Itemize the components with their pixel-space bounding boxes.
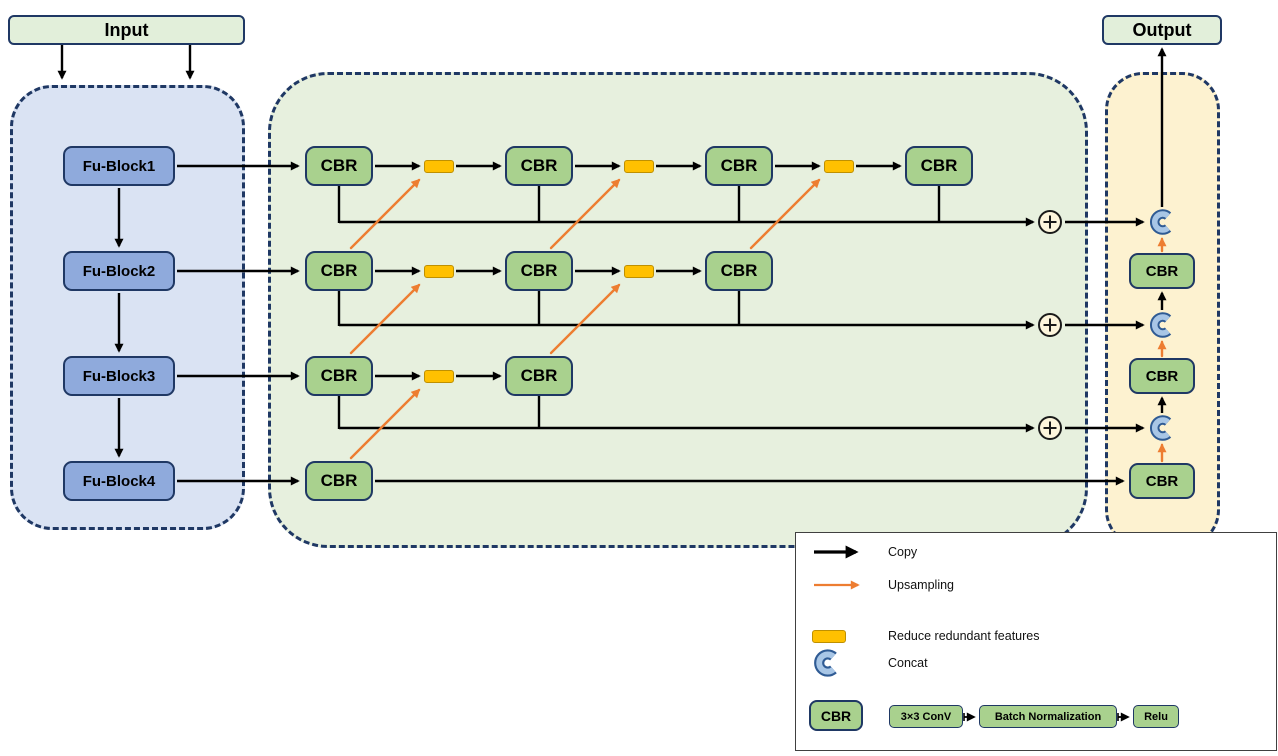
upsample-arrow-icon xyxy=(812,578,888,592)
pipeline-conv-box: 3×3 ConV xyxy=(889,705,963,728)
fu-block-3: Fu-Block3 xyxy=(63,356,175,396)
pipeline-arrow-icon-1 xyxy=(962,711,979,723)
cbr-node-r1c4: CBR xyxy=(905,146,973,186)
reduce-bar-r1-1 xyxy=(424,160,454,173)
copy-arrow-icon xyxy=(812,545,888,559)
reduce-bar-r3-1 xyxy=(424,370,454,383)
cbr-node-r2c3: CBR xyxy=(705,251,773,291)
cbr-box-icon: CBR xyxy=(809,700,863,731)
cbr-node-r1c1: CBR xyxy=(305,146,373,186)
decoder-cbr-2: CBR xyxy=(1129,358,1195,394)
reduce-bar-icon xyxy=(812,629,888,643)
pipeline-relu-box: Relu xyxy=(1133,705,1179,728)
concat-icon xyxy=(812,648,888,678)
output-box: Output xyxy=(1102,15,1222,45)
concat-icon-3 xyxy=(1148,414,1176,442)
legend-label-upsampling: Upsampling xyxy=(888,578,955,592)
cbr-node-r2c2: CBR xyxy=(505,251,573,291)
fu-block-1: Fu-Block1 xyxy=(63,146,175,186)
cbr-node-r1c2: CBR xyxy=(505,146,573,186)
cbr-node-r2c1: CBR xyxy=(305,251,373,291)
concat-icon-1 xyxy=(1148,208,1176,236)
reduce-bar-r1-3 xyxy=(824,160,854,173)
legend-row-upsampling: Upsampling xyxy=(812,570,954,600)
reduce-bar-r1-2 xyxy=(624,160,654,173)
decoder-cbr-3: CBR xyxy=(1129,463,1195,499)
cbr-node-r4c1: CBR xyxy=(305,461,373,501)
legend-label-concat: Concat xyxy=(888,656,928,670)
decoder-cbr-1: CBR xyxy=(1129,253,1195,289)
cbr-node-r1c3: CBR xyxy=(705,146,773,186)
pipeline-arrow-icon-2 xyxy=(1116,711,1133,723)
legend: Copy Upsampling Reduce redundant feature… xyxy=(795,532,1277,751)
legend-row-reduce: Reduce redundant features xyxy=(812,621,1040,651)
cbr-node-r3c1: CBR xyxy=(305,356,373,396)
legend-label-copy: Copy xyxy=(888,545,918,559)
legend-row-copy: Copy xyxy=(812,537,917,567)
add-icon-1 xyxy=(1037,209,1063,235)
input-box: Input xyxy=(8,15,245,45)
add-icon-3 xyxy=(1037,415,1063,441)
fu-block-2: Fu-Block2 xyxy=(63,251,175,291)
fu-block-4: Fu-Block4 xyxy=(63,461,175,501)
cbr-node-r3c2: CBR xyxy=(505,356,573,396)
reduce-bar-r2-1 xyxy=(424,265,454,278)
pipeline-batchnorm-box: Batch Normalization xyxy=(979,705,1117,728)
concat-icon-2 xyxy=(1148,311,1176,339)
legend-label-reduce: Reduce redundant features xyxy=(888,629,1040,643)
reduce-bar-r2-2 xyxy=(624,265,654,278)
legend-row-concat: Concat xyxy=(812,648,928,678)
nested-feature-panel xyxy=(268,72,1088,548)
add-icon-2 xyxy=(1037,312,1063,338)
